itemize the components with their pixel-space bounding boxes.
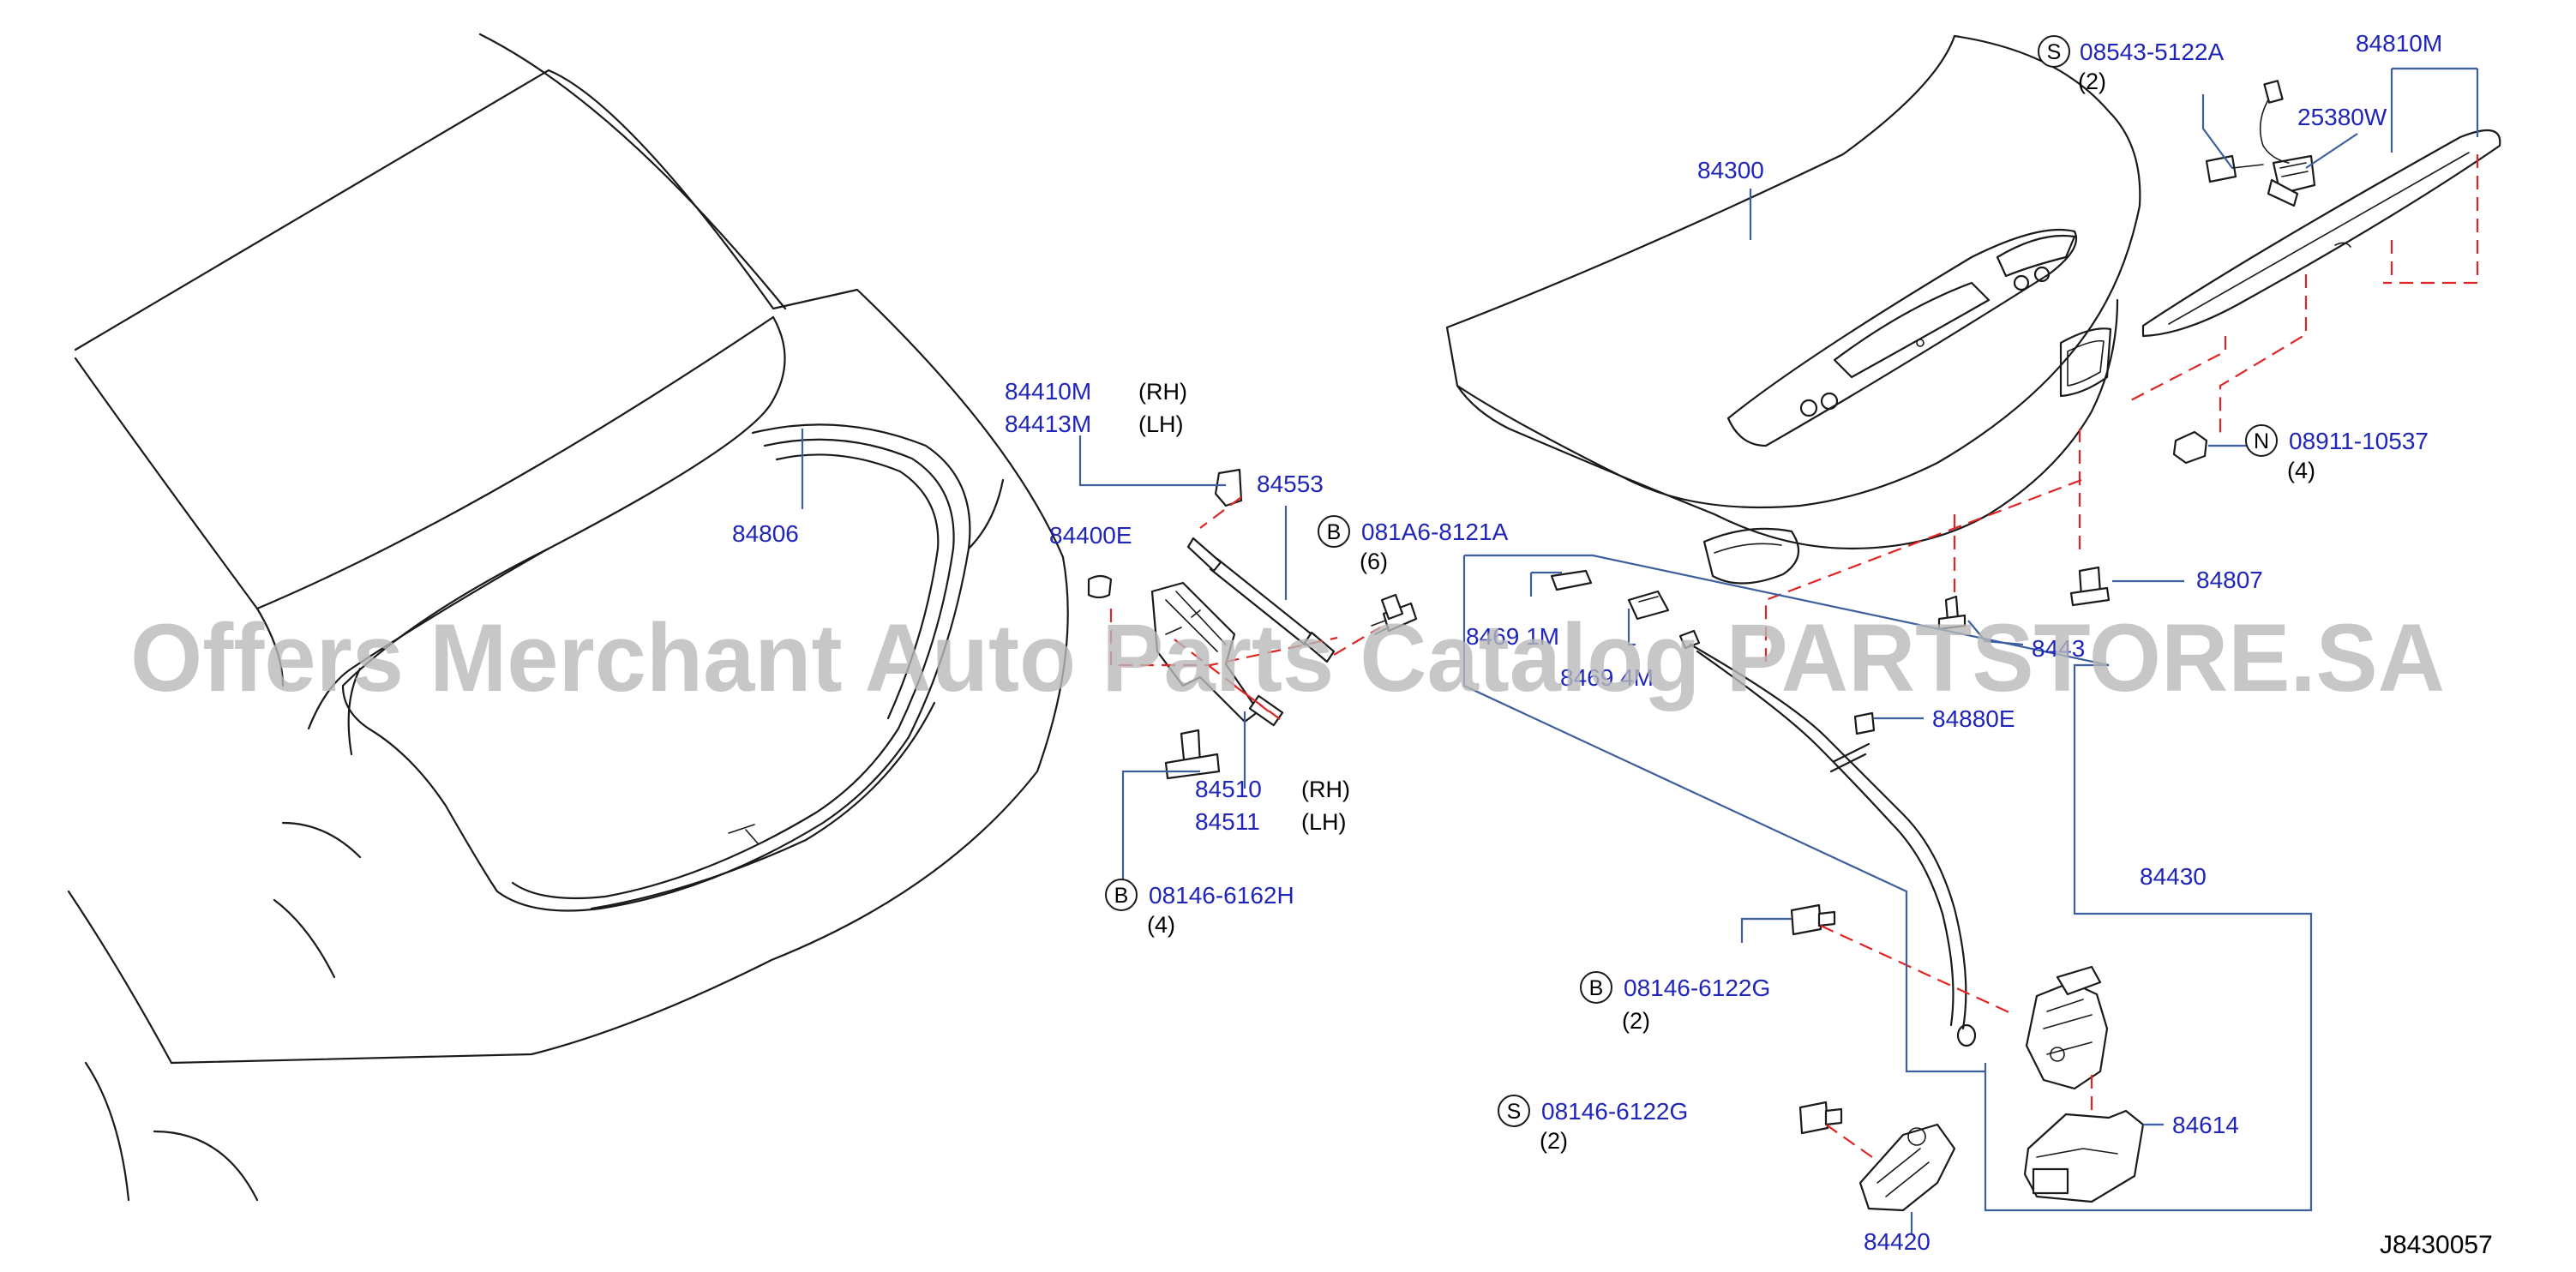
fastener-type-letter: N (2254, 429, 2269, 453)
trunk-lid-drawing (1445, 34, 2141, 585)
fastener-qty: (2) (1540, 1128, 1568, 1154)
part-label-84880e[interactable]: 84880E (1932, 705, 2015, 732)
part-label-8469-4m[interactable]: 8469 4M (1560, 664, 1654, 691)
fastener-code[interactable]: 08911-10537 (2289, 428, 2429, 454)
part-side-84410m: (RH) (1138, 379, 1187, 405)
fastener-type-letter: B (1114, 884, 1129, 908)
part-label-84511[interactable]: 84511 (1195, 808, 1260, 835)
part-label-84400e[interactable]: 84400E (1049, 522, 1132, 549)
fastener-qty: (4) (2287, 458, 2315, 483)
fastener-code[interactable]: 08146-6162H (1149, 882, 1294, 909)
part-side-84413m: (LH) (1138, 411, 1184, 437)
fastener-code[interactable]: 081A6-8121A (1361, 519, 1509, 545)
fastener-qty: (6) (1360, 549, 1388, 574)
part-label-84807[interactable]: 84807 (2196, 567, 2263, 593)
leader-lines (801, 67, 2479, 1234)
fastener-type-badge (2038, 35, 2070, 68)
part-label-84430[interactable]: 84430 (2140, 863, 2207, 890)
diagram-code: J8430057 (2380, 1231, 2493, 1259)
fastener-type-badge (1498, 1095, 1530, 1127)
fastener-type-badge (1318, 515, 1350, 548)
fastener-type-letter: S (2047, 40, 2062, 64)
fastener-code[interactable]: 08543-5122A (2080, 39, 2224, 65)
fastener-type-letter: S (1507, 1100, 1522, 1124)
part-label-84300[interactable]: 84300 (1697, 157, 1764, 183)
trunk-latch-drawing (1858, 1123, 1956, 1212)
fastener-type-letter: B (1327, 520, 1342, 544)
alignment-dashed-lines (1109, 154, 2479, 1158)
release-cable-drawing (1689, 643, 1977, 1047)
fastener-code[interactable]: 08146-6122G (1624, 975, 1770, 1001)
part-label-84420[interactable]: 84420 (1864, 1228, 1930, 1255)
fastener-type-badge (1105, 879, 1138, 911)
part-side-84511: (LH) (1301, 809, 1347, 835)
license-lamp-drawing (2259, 80, 2316, 207)
part-label-8469-1m[interactable]: 8469 1M (1466, 623, 1559, 650)
fastener-code[interactable]: 08146-6122G (1541, 1098, 1688, 1125)
fastener-qty: (2) (2078, 69, 2106, 94)
part-label-8443[interactable]: 8443 (2032, 635, 2085, 662)
trunk-lock-drawing (2025, 965, 2109, 1090)
fastener-type-badge (1580, 971, 1612, 1004)
part-label-84810m[interactable]: 84810M (2356, 30, 2442, 57)
fastener-callout-08543-5122a[interactable]: S 08543-5122A (2) (2038, 35, 2224, 94)
watermark-text: Offers Merchant Auto Parts Catalog PARTS… (130, 604, 2445, 711)
fastener-callout-08911-10537[interactable]: N 08911-10537 (4) (2245, 424, 2429, 483)
part-label-84553[interactable]: 84553 (1257, 471, 1324, 497)
fastener-qty: (4) (1147, 912, 1175, 938)
fastener-callout-08146-6162h[interactable]: B 08146-6162H (4) (1105, 879, 1294, 938)
fastener-callout-081a6-8121a[interactable]: B 081A6-8121A (6) (1318, 515, 1509, 574)
part-label-25380w[interactable]: 25380W (2297, 104, 2387, 130)
vehicle-body-drawing (67, 33, 1069, 1202)
fastener-type-badge (2245, 424, 2278, 457)
fastener-shapes (1380, 154, 2264, 1135)
part-label-84410m[interactable]: 84410M (1005, 378, 1091, 405)
part-label-84806[interactable]: 84806 (732, 520, 799, 547)
fastener-callout-08146-6122g-b[interactable]: B 08146-6122G (2) (1580, 971, 1770, 1034)
finisher-strip-drawing (2141, 129, 2501, 338)
fastener-qty: (2) (1622, 1008, 1650, 1034)
fastener-callout-08146-6122g-s[interactable]: S 08146-6122G (2) (1498, 1095, 1688, 1154)
part-label-84510[interactable]: 84510 (1195, 776, 1262, 802)
fastener-type-letter: B (1589, 976, 1604, 1000)
part-label-84413m[interactable]: 84413M (1005, 411, 1091, 437)
part-side-84510: (RH) (1301, 777, 1350, 802)
lock-cover-drawing (2023, 1109, 2145, 1203)
part-label-84614[interactable]: 84614 (2172, 1112, 2239, 1138)
